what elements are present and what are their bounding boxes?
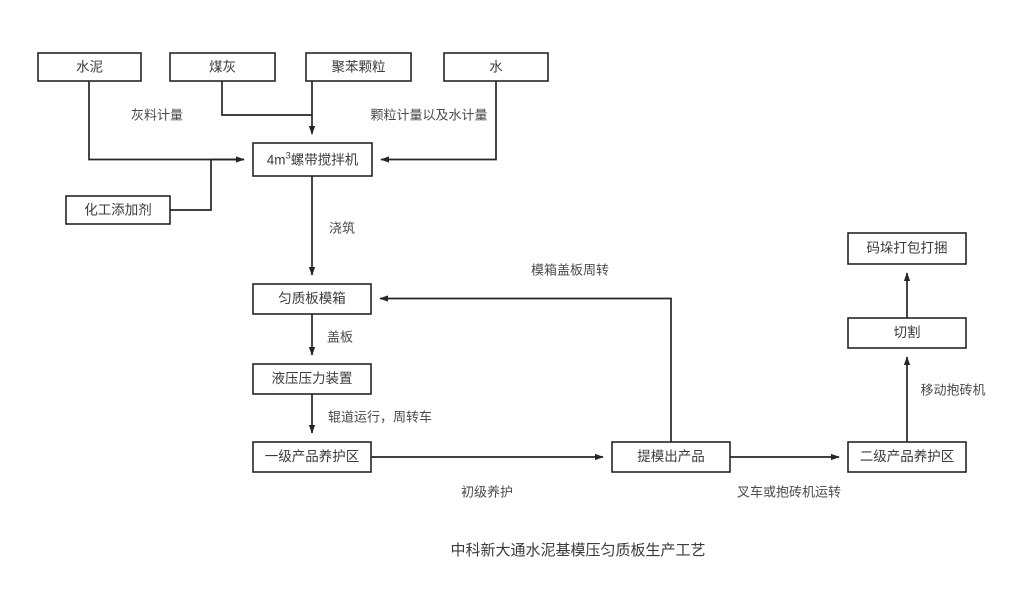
- node-group: 水泥 煤灰 聚苯颗粒 水 化工添加剂 4m3螺带搅拌机: [37, 52, 967, 473]
- node-chemical-additive[interactable]: 化工添加剂: [65, 195, 171, 225]
- edge-group: [88, 81, 911, 461]
- edge-label-brick-machine: 移动抱砖机: [920, 382, 985, 397]
- edge-label-forklift-transfer: 叉车或抱砖机运转: [737, 484, 841, 499]
- node-hydraulic-press-label: 液压压力装置: [272, 371, 353, 386]
- node-demold-product[interactable]: 提模出产品: [611, 441, 731, 473]
- edge-label-eps-water-metering: 颗粒计量以及水计量: [370, 107, 487, 122]
- node-flyash[interactable]: 煤灰: [169, 52, 276, 82]
- node-ribbon-mixer-label: 4m3螺带搅拌机: [267, 150, 359, 167]
- edge-label-moldbox-return: 模箱盖板周转: [531, 262, 609, 277]
- edge-water-to-mixer: [380, 81, 497, 163]
- node-mold-box[interactable]: 匀质板模箱: [252, 283, 372, 315]
- edge-label-roller-transfer: 辊道运行，周转车: [328, 409, 432, 424]
- edge-demold-to-moldbox: [379, 295, 672, 442]
- edge-cement-to-mixer: [88, 81, 245, 163]
- edge-label-ash-metering: 灰料计量: [131, 107, 183, 122]
- node-secondary-curing-area[interactable]: 二级产品养护区: [847, 441, 967, 473]
- node-primary-curing-area-label: 一级产品养护区: [265, 449, 360, 464]
- edge-label-casting: 浇筑: [329, 220, 355, 235]
- node-eps-particles[interactable]: 聚苯颗粒: [305, 52, 412, 82]
- node-palletizing-packing[interactable]: 码垛打包打捆: [847, 232, 967, 265]
- edge-label-group: 灰料计量 颗粒计量以及水计量 浇筑 盖板 辊道运行，周转车 模箱盖板周转 初级养…: [131, 107, 986, 499]
- node-secondary-curing-area-label: 二级产品养护区: [860, 449, 955, 464]
- diagram-title: 中科新大通水泥基模压匀质板生产工艺: [450, 541, 705, 559]
- node-mold-box-label: 匀质板模箱: [278, 291, 346, 306]
- node-water[interactable]: 水: [443, 52, 549, 82]
- node-cement-label: 水泥: [76, 60, 103, 75]
- edge-label-cover-plate: 盖板: [327, 329, 353, 344]
- node-ribbon-mixer[interactable]: 4m3螺带搅拌机: [252, 142, 373, 177]
- node-cutting[interactable]: 切割: [847, 317, 967, 349]
- node-palletizing-packing-label: 码垛打包打捆: [867, 240, 948, 256]
- node-flyash-label: 煤灰: [209, 60, 236, 75]
- node-hydraulic-press[interactable]: 液压压力装置: [252, 363, 372, 395]
- edge-flyash-to-mixer: [221, 81, 312, 116]
- edge-additive-to-mixer: [170, 158, 244, 211]
- node-eps-particles-label: 聚苯颗粒: [332, 60, 386, 75]
- node-cement[interactable]: 水泥: [37, 52, 142, 82]
- node-primary-curing-area[interactable]: 一级产品养护区: [252, 441, 372, 473]
- node-demold-product-label: 提模出产品: [637, 449, 705, 464]
- node-water-label: 水: [489, 60, 503, 75]
- node-chemical-additive-label: 化工添加剂: [84, 203, 152, 218]
- edge-label-primary-curing: 初级养护: [461, 484, 513, 499]
- node-cutting-label: 切割: [894, 324, 921, 340]
